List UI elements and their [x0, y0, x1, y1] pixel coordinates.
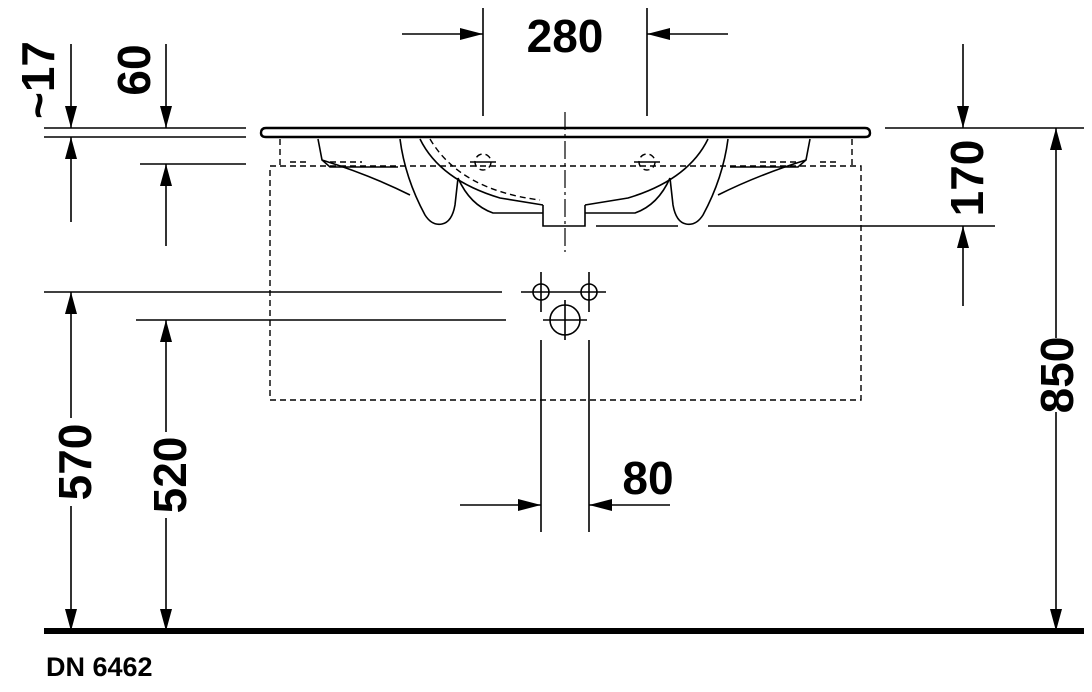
basin-body [279, 138, 853, 227]
tap-hole-left [470, 153, 496, 171]
dimension-label-basin-height: 170 [941, 140, 993, 217]
dimension-tap-spacing: 280 [402, 8, 728, 116]
dimension-supply-spacing: 80 [460, 340, 674, 532]
product-code: DN 6462 [46, 652, 153, 682]
dimension-label-supply-spacing: 80 [622, 452, 673, 504]
dimension-label-supply-height: 570 [49, 424, 101, 501]
dimension-supply-height: 570 [44, 291, 502, 631]
tap-hole-right [634, 153, 660, 171]
dimension-rim-overhang: ~17 [12, 41, 246, 222]
dimension-label-waste-height: 520 [144, 437, 196, 514]
dimension-waste-height: 520 [136, 319, 506, 631]
dimension-label-total-height: 850 [1031, 337, 1083, 414]
dimension-label-bowl-offset: 60 [108, 44, 160, 95]
waste-connection [543, 300, 587, 340]
dimension-total-height: 850 [985, 127, 1084, 631]
dimension-basin-height: 170 [596, 44, 995, 306]
dimension-label-tap-spacing: 280 [527, 10, 604, 62]
basin-rim [259, 126, 872, 139]
dimension-bowl-offset: 60 [108, 44, 246, 246]
dimension-label-rim-overhang: ~17 [12, 41, 64, 119]
